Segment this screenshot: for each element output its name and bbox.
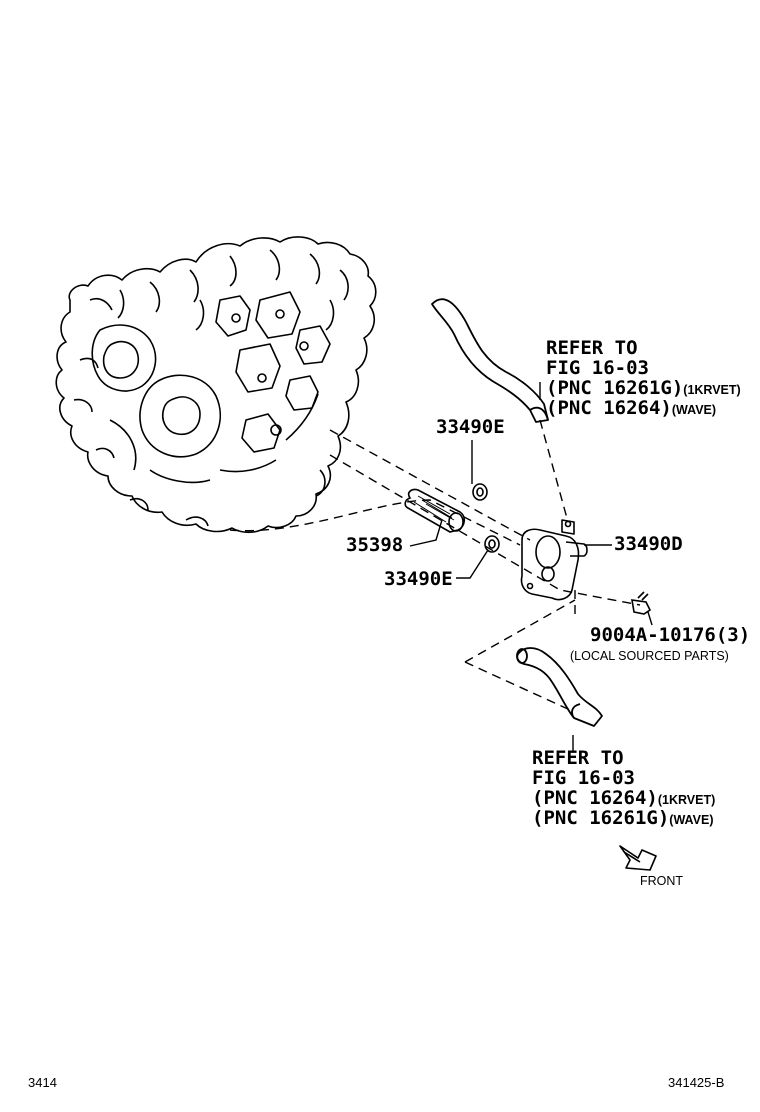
part-number-gasket-top: 33490E [436, 416, 505, 438]
bolt-note: (LOCAL SOURCED PARTS) [570, 649, 729, 663]
lower-hose-callout: REFER TO FIG 16-03 (PNC 16264)(1KRVET) (… [532, 748, 715, 828]
footer-figure-number: 3414 [28, 1075, 57, 1090]
leader-lines [409, 382, 653, 752]
upper-hose-pnc2: (PNC 16264) [546, 397, 672, 419]
upper-hose-pnc1-note: (1KRVET) [683, 383, 741, 397]
transmission-assembly [55, 236, 377, 534]
upper-hose-pnc2-row: (PNC 16264)(WAVE) [546, 398, 741, 418]
part-number-gasket-bottom: 33490E [384, 568, 453, 590]
upper-hose-refer-line2: FIG 16-03 [546, 357, 649, 379]
footer-illustration-code: 341425-B [668, 1075, 725, 1090]
dashed-guide-lines [229, 419, 641, 711]
front-arrow-icon [619, 845, 657, 871]
front-label: FRONT [640, 874, 684, 888]
upper-hose-refer-line1: REFER TO [546, 337, 638, 359]
lower-hose-pnc1: (PNC 16264) [532, 787, 658, 809]
upper-hose-callout: REFER TO FIG 16-03 (PNC 16261G)(1KRVET) … [546, 338, 741, 418]
upper-hose-pnc1-row: (PNC 16261G)(1KRVET) [546, 378, 741, 398]
lower-hose [516, 647, 603, 727]
part-number-pipe: 35398 [346, 534, 404, 556]
upper-hose [431, 298, 549, 423]
part-number-oil-cooler: 33490D [614, 533, 683, 555]
pipe-part [404, 488, 466, 533]
lower-hose-pnc1-row: (PNC 16264)(1KRVET) [532, 788, 715, 808]
lower-hose-pnc2: (PNC 16261G) [532, 807, 670, 829]
lower-hose-refer-line1: REFER TO [532, 747, 624, 769]
gaskets [472, 483, 500, 553]
lower-hose-pnc1-note: (1KRVET) [657, 793, 716, 807]
lower-hose-pnc2-note: (WAVE) [669, 813, 714, 827]
bolt-part [631, 591, 652, 615]
oil-cooler [520, 519, 588, 601]
lower-hose-refer-line2: FIG 16-03 [532, 767, 635, 789]
upper-hose-pnc2-note: (WAVE) [671, 403, 717, 417]
lower-hose-pnc2-row: (PNC 16261G)(WAVE) [532, 808, 715, 828]
part-number-bolt: 9004A-10176(3) [590, 624, 751, 646]
upper-hose-pnc1: (PNC 16261G) [546, 377, 684, 399]
